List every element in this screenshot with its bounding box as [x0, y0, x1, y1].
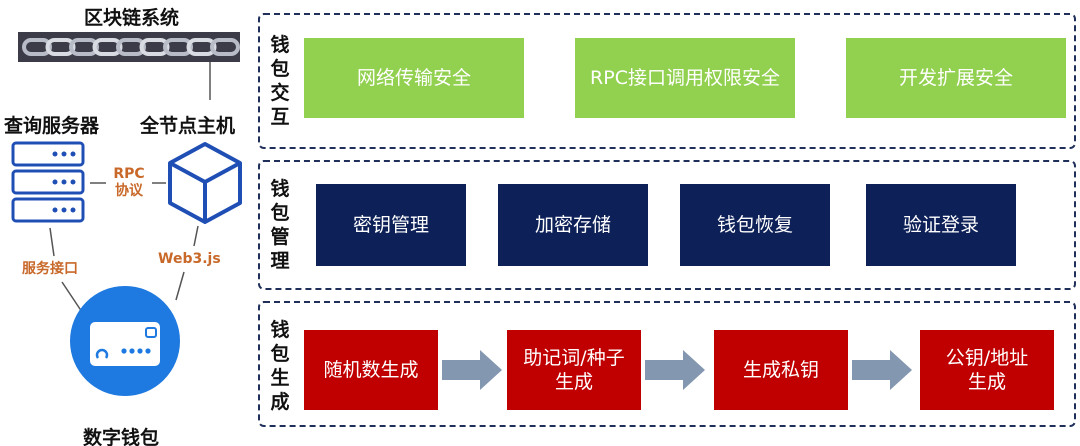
rpc-protocol-label: RPC 协议 [106, 166, 152, 200]
panel-label-management: 钱 包 管 理 [268, 177, 292, 273]
chain-icon [18, 32, 240, 62]
chain-link [45, 38, 76, 56]
left-connectors [49, 62, 211, 313]
box-rpc-permission-security: RPC接口调用权限安全 [575, 38, 795, 118]
panel-label-char: 包 [270, 202, 290, 224]
panel-label-generation: 钱 包 生 成 [268, 318, 292, 414]
panel-wallet-interaction [258, 13, 1076, 149]
panel-label-char: 钱 [270, 319, 290, 341]
box-mnemonic-seed: 助记词/种子 生成 [507, 330, 641, 410]
box-key-management: 密钥管理 [316, 184, 466, 266]
chain-link [163, 38, 193, 56]
chain-link [210, 38, 240, 56]
rpc-label-line2: 协议 [115, 183, 143, 199]
arrow-right-icon [442, 350, 502, 390]
box-verify-login: 验证登录 [866, 184, 1016, 266]
wallet-icon [70, 286, 180, 396]
chain-link [92, 38, 123, 56]
web3-label: Web3.js [158, 251, 221, 267]
server-icon [11, 141, 85, 223]
box-private-key: 生成私钥 [714, 330, 848, 410]
panel-label-char: 成 [270, 391, 290, 413]
service-interface-label: 服务接口 [22, 261, 78, 277]
box-network-security: 网络传输安全 [304, 38, 524, 118]
panel-wallet-generation [258, 301, 1076, 427]
arrow-right-icon [852, 350, 912, 390]
rpc-label-line1: RPC [113, 166, 145, 182]
panel-label-char: 互 [270, 106, 290, 128]
arrow-right-icon [645, 350, 705, 390]
panel-label-char: 钱 [270, 178, 290, 200]
wallet-label: 数字钱包 [83, 427, 160, 446]
chain-link [69, 38, 99, 56]
blockchain-label: 区块链系统 [84, 7, 180, 29]
cube-icon [168, 142, 242, 224]
chain-link [22, 38, 52, 56]
panel-label-char: 生 [270, 367, 290, 389]
box-encrypted-storage: 加密存储 [498, 184, 648, 266]
box-wallet-recovery: 钱包恢复 [680, 184, 830, 266]
box-random-generation: 随机数生成 [304, 330, 438, 410]
panel-label-char: 管 [270, 226, 290, 248]
panel-label-char: 包 [270, 58, 290, 80]
panel-label-char: 理 [270, 250, 290, 272]
panel-label-char: 包 [270, 343, 290, 365]
chain-link [116, 38, 146, 56]
panel-wallet-management [258, 160, 1076, 290]
full-node-label: 全节点主机 [140, 115, 236, 137]
chain-link [139, 38, 170, 56]
box-public-key-address: 公钥/地址 生成 [920, 330, 1054, 410]
chain-link [186, 38, 217, 56]
panel-label-char: 交 [270, 82, 290, 104]
panel-label-char: 钱 [270, 34, 290, 56]
panel-label-interaction: 钱 包 交 互 [268, 33, 292, 129]
query-server-label: 查询服务器 [4, 115, 100, 137]
box-extension-security: 开发扩展安全 [846, 38, 1066, 118]
